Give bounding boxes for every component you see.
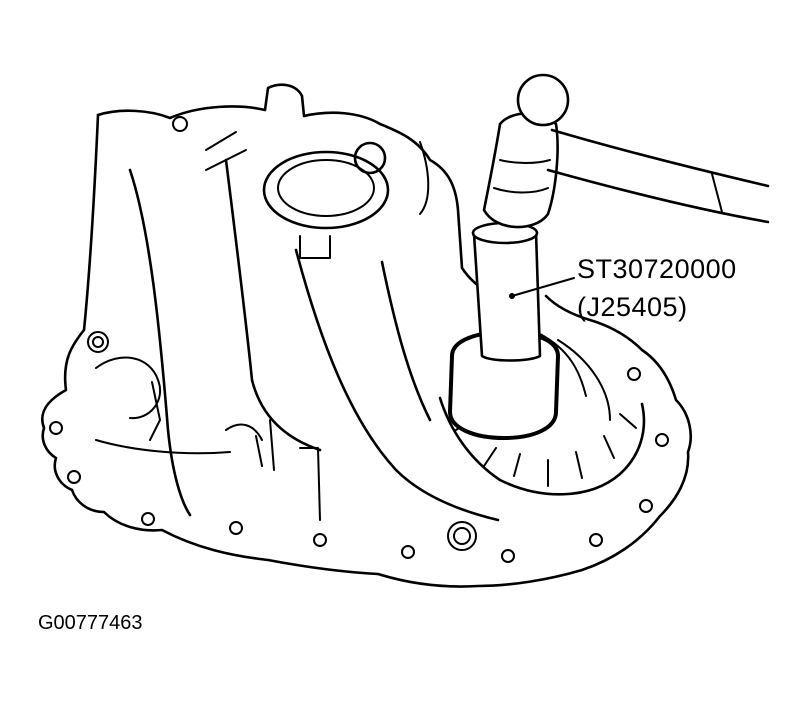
top-bolt-boss (353, 141, 387, 175)
leader-dot (509, 293, 515, 299)
top-port-inner (277, 159, 375, 217)
bell-housing (438, 396, 646, 496)
callout-leader (511, 277, 575, 297)
case-rib-front (380, 260, 432, 422)
figure-id-label: G00777463 (38, 612, 143, 634)
case-rib-left (128, 168, 192, 517)
tool-alt-number-label: (J25405) (577, 292, 688, 322)
bell-housing-ribs (455, 413, 637, 487)
top-port (262, 150, 390, 230)
flange-bolt-holes (49, 331, 669, 563)
case-flange-outline (41, 113, 692, 588)
tool-part-number-label: ST30720000 (577, 254, 737, 284)
case-rib-inner (294, 248, 500, 522)
case-upper-housing (96, 83, 488, 292)
left-linkage (95, 356, 321, 521)
case-rib-center (224, 158, 322, 452)
hammer (482, 73, 770, 229)
drift-tool (447, 221, 561, 441)
